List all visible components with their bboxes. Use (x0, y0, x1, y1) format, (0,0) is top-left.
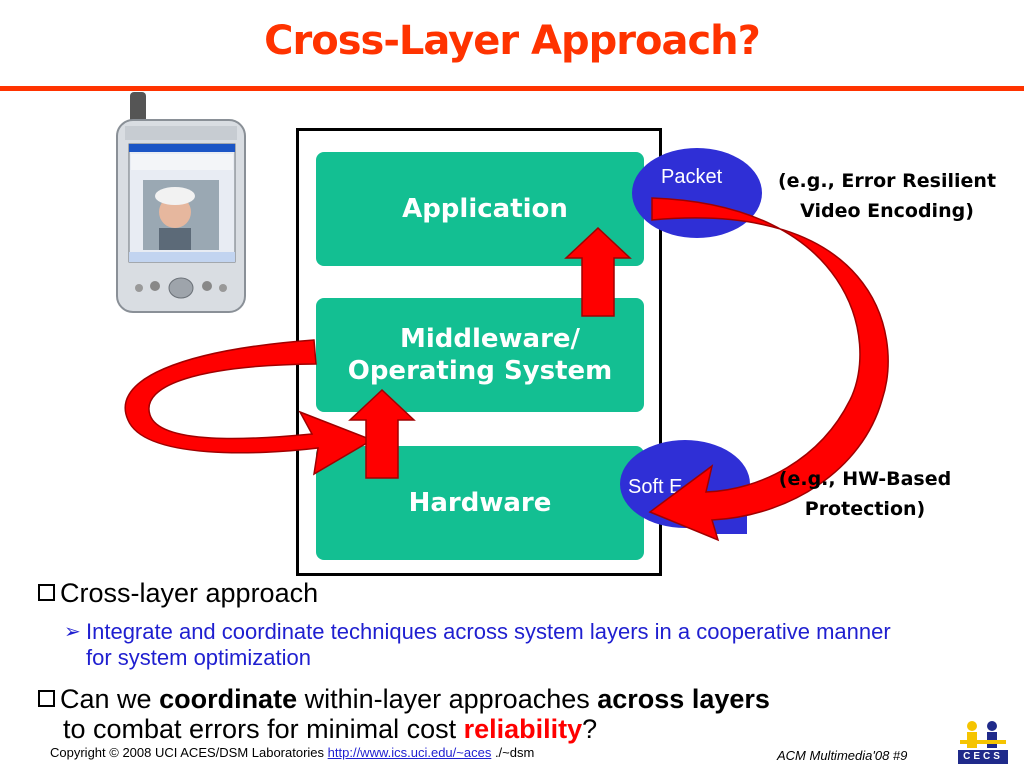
bullet-box-icon (38, 584, 55, 601)
bullet-2-line2-text: to combat errors for minimal cost (63, 714, 464, 745)
sub-bullet-1: ➢ Integrate and coordinate techniques ac… (64, 619, 906, 672)
bottom-annotation: (e.g., HW-Based Protection) (740, 464, 990, 525)
footer-copyright-text: Copyright © 2008 UCI ACES/DSM Laboratori… (50, 745, 328, 760)
middleware-layer-label: Middleware/ (399, 323, 581, 354)
application-layer-label: Application (402, 193, 568, 224)
bottom-annotation-line2: Protection) (804, 498, 926, 521)
bullet-2-text-part1: Can we (60, 684, 160, 714)
packet-bubble: Packet (632, 148, 762, 238)
bullet-2-question-mark: ? (582, 714, 598, 745)
top-annotation-line1: (e.g., Error Resilient (777, 170, 997, 192)
soft-error-bubble: Soft E (620, 440, 750, 528)
sub-bullet-1-text: Integrate and coordinate techniques acro… (86, 619, 891, 671)
bullet-1-text: Cross-layer approach (60, 578, 319, 608)
footer-conference-page: ACM Multimedia'08 #9 (777, 748, 908, 763)
bullet-2-bold-reliability: reliability (463, 714, 583, 745)
application-layer: Application (316, 152, 644, 266)
soft-error-bubble-label: Soft E (628, 476, 683, 498)
bullet-1: Cross-layer approach (38, 578, 318, 608)
bullet-2-bold-across-layers: across layers (597, 684, 770, 714)
hardware-layer-label: Hardware (408, 487, 552, 518)
hardware-layer: Hardware (316, 446, 644, 560)
title-underline (0, 86, 1024, 91)
footer-suffix: ./~dsm (491, 745, 535, 760)
packet-bubble-label: Packet (661, 166, 723, 188)
bullet-2: Can we coordinate within-layer approache… (38, 684, 998, 744)
cecs-logo-figures-icon (960, 721, 1006, 748)
bullet-box-icon (38, 690, 55, 707)
footer-link[interactable]: http://www.ics.uci.edu/~aces (327, 745, 492, 760)
pda-phone-image (116, 92, 246, 313)
sub-bullet-arrow-icon: ➢ (64, 621, 81, 643)
cecs-logo: CECS (958, 718, 1008, 766)
bullet-2-text-part2: within-layer approaches (297, 684, 598, 714)
bottom-annotation-line1: (e.g., HW-Based (778, 468, 952, 490)
cecs-logo-text: CECS (958, 750, 1008, 764)
top-annotation: (e.g., Error Resilient Video Encoding) (748, 166, 1024, 227)
middleware-layer: Middleware/ Operating System (316, 298, 644, 412)
slide-title: Cross-Layer Approach? (264, 18, 761, 64)
top-annotation-line2: Video Encoding) (800, 200, 974, 223)
footer-copyright: Copyright © 2008 UCI ACES/DSM Laboratori… (50, 745, 534, 760)
operating-system-label: Operating System (347, 356, 613, 386)
bullet-2-bold-coordinate: coordinate (159, 684, 298, 714)
